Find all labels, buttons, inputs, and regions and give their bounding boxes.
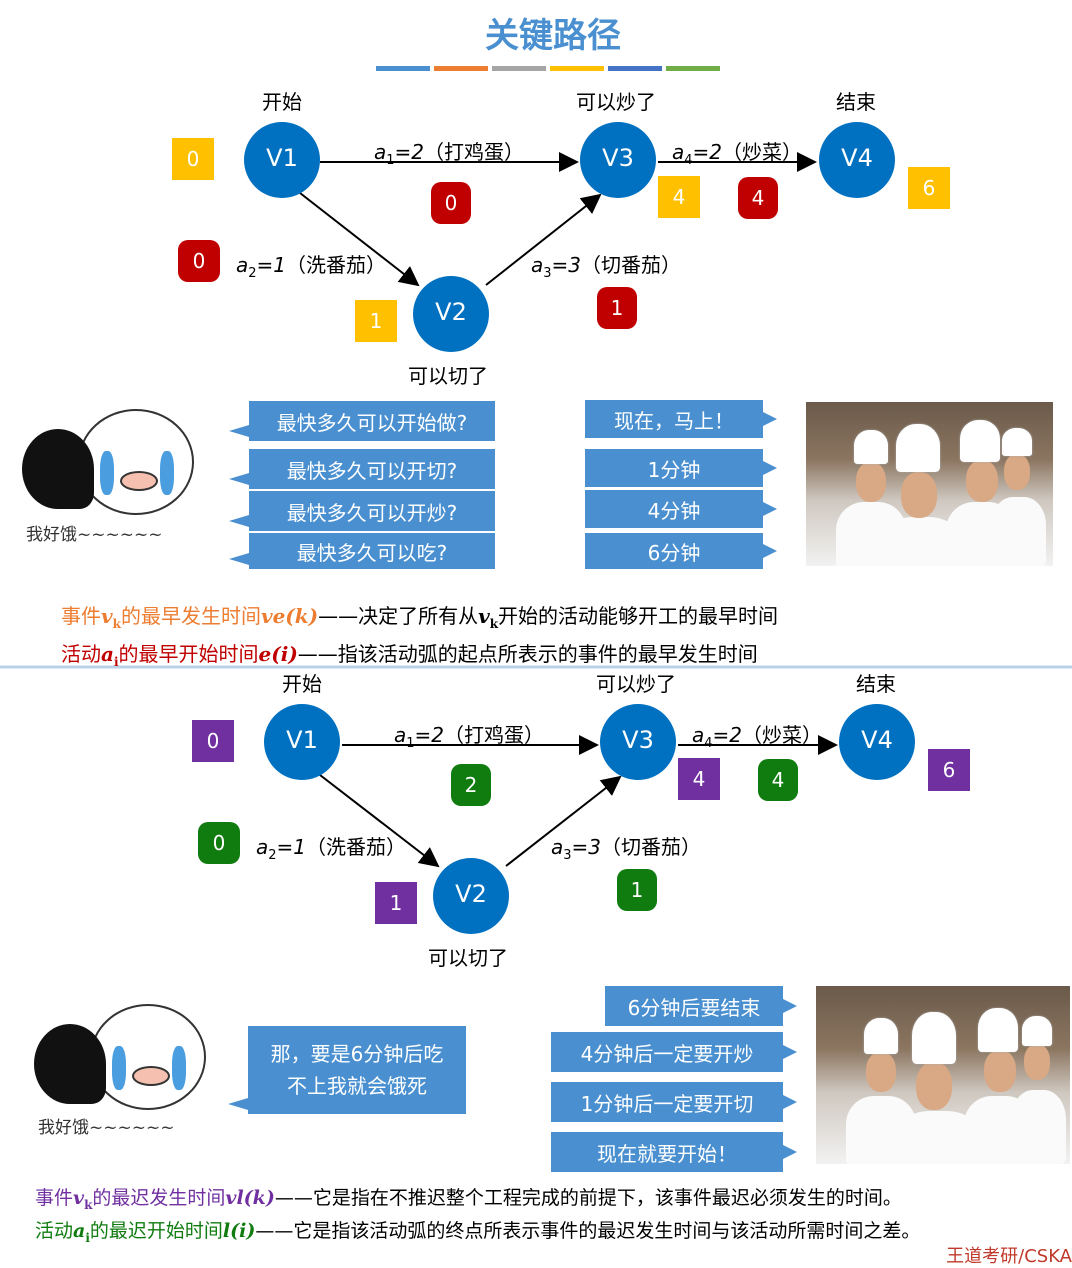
answer-eat: 6分钟 — [585, 533, 777, 569]
title-color-segment — [666, 66, 720, 71]
edge-a2-label: a2=1（洗番茄） — [236, 253, 387, 281]
node-v3-b — [600, 704, 676, 780]
node-v2-label: V2 — [435, 298, 467, 326]
edge-a2-b-label: a2=1（洗番茄） — [256, 835, 407, 863]
event-ve-v4: 6 — [908, 167, 950, 209]
edge-a2 — [299, 192, 420, 287]
node-v2-b-label: V2 — [455, 880, 487, 908]
node-v1-label: V1 — [266, 144, 298, 172]
edge-a2-b — [319, 774, 440, 868]
event-vl-v4: 6 — [928, 749, 970, 791]
question-eat: 最快多久可以吃? — [229, 533, 495, 569]
def-latest-activity: 活动ai的最迟开始时间l(i)——它是指该活动弧的终点所表示事件的最迟发生时间与… — [35, 1220, 921, 1245]
event-ve-v3: 4 — [658, 176, 700, 218]
hungry-character — [20, 405, 195, 515]
mouth-icon — [132, 1066, 170, 1086]
activity-e-a2: 0 — [178, 240, 220, 282]
label-v3-b: 可以炒了 — [596, 672, 676, 696]
edge-a3-b — [505, 775, 622, 867]
activity-l-a3: 1 — [617, 869, 657, 911]
character-hair — [34, 1024, 106, 1104]
def-earliest-activity: 活动ai的最早开始时间e(i)——指该活动弧的起点所表示的事件的最早发生时间 — [61, 642, 758, 669]
edge-a3-b-label: a3=3（切番茄） — [551, 835, 702, 863]
tear-icon — [172, 1046, 186, 1090]
answer-fry-by-4: 4分钟后一定要开炒 — [551, 1032, 797, 1072]
answer-cut-by-1: 1分钟后一定要开切 — [551, 1082, 797, 1122]
page-title: 关键路径 — [485, 16, 621, 56]
answer-start-now: 现在就要开始！ — [551, 1132, 797, 1172]
label-start-b: 开始 — [282, 672, 322, 696]
chefs-photo — [806, 402, 1053, 566]
activity-e-a4: 4 — [738, 177, 778, 219]
label-v2-b: 可以切了 — [428, 946, 508, 970]
speech-bubble: 那，要是6分钟后吃 不上我就会饿死 — [228, 1026, 466, 1114]
character-head — [78, 409, 194, 515]
label-end-b: 结束 — [856, 672, 896, 696]
activity-l-a4: 4 — [758, 759, 798, 801]
def-latest-event: 事件vk的最迟发生时间vl(k)——它是指在不推迟整个工程完成的前提下，该事件最… — [35, 1187, 902, 1212]
node-v2-b — [433, 858, 509, 934]
label-v3: 可以炒了 — [576, 90, 656, 114]
hungry-text: 我好饿~~~~~~ — [26, 525, 163, 545]
character-hair — [22, 429, 94, 509]
node-v4-b-label: V4 — [861, 726, 893, 754]
node-v2 — [413, 276, 489, 352]
edge-a4-b-label: a4=2（炒菜） — [692, 723, 823, 751]
tear-icon — [160, 451, 174, 495]
speech-line-1: 那，要是6分钟后吃 — [270, 1042, 444, 1066]
activity-l-a2: 0 — [198, 822, 240, 864]
answer-end-by-6: 6分钟后要结束 — [605, 986, 797, 1026]
node-v1-b — [264, 704, 340, 780]
tear-icon — [112, 1046, 126, 1090]
event-vl-v3: 4 — [678, 758, 720, 800]
edge-a1-label: a1=2（打鸡蛋） — [374, 140, 525, 168]
title-color-segment — [376, 66, 430, 71]
activity-l-a1: 2 — [451, 764, 491, 806]
watermark: 王道考研/CSKA — [946, 1246, 1072, 1267]
hungry-character-b — [32, 1000, 207, 1110]
event-ve-v2: 1 — [355, 300, 397, 342]
answer-cut: 1分钟 — [585, 449, 777, 487]
speech-line-2: 不上我就会饿死 — [287, 1074, 427, 1098]
activity-e-a3: 1 — [597, 287, 637, 329]
mouth-icon — [120, 471, 158, 491]
node-v4 — [819, 122, 895, 198]
edge-a4-label: a4=2（炒菜） — [672, 140, 803, 168]
event-vl-v2: 1 — [375, 882, 417, 924]
node-v4-b — [839, 704, 915, 780]
label-start: 开始 — [262, 90, 302, 114]
title-color-bar — [376, 66, 720, 71]
node-v3 — [580, 122, 656, 198]
edge-a3-label: a3=3（切番茄） — [531, 253, 682, 281]
title-color-segment — [492, 66, 546, 71]
tear-icon — [100, 451, 114, 495]
question-fry: 最快多久可以开炒? — [229, 491, 495, 531]
edge-a3 — [485, 193, 602, 286]
title-color-segment — [608, 66, 662, 71]
answer-fry: 4分钟 — [585, 490, 777, 528]
title-color-segment — [550, 66, 604, 71]
answer-start: 现在，马上！ — [585, 400, 777, 438]
activity-e-a1: 0 — [431, 182, 471, 224]
def-earliest-event: 事件vk的最早发生时间ve(k)——决定了所有从vk开始的活动能够开工的最早时间 — [61, 604, 779, 631]
title-color-segment — [434, 66, 488, 71]
question-cut: 最快多久可以开切? — [229, 449, 495, 489]
node-v3-label: V3 — [602, 144, 634, 172]
node-v3-b-label: V3 — [622, 726, 654, 754]
hungry-text-b: 我好饿~~~~~~ — [38, 1118, 175, 1138]
edge-a1-b-label: a1=2（打鸡蛋） — [394, 723, 545, 751]
node-v1 — [244, 122, 320, 198]
event-ve-v1: 0 — [172, 138, 214, 180]
node-v1-b-label: V1 — [286, 726, 318, 754]
chefs-photo-b — [816, 986, 1070, 1164]
character-head — [90, 1004, 206, 1110]
event-vl-v1: 0 — [192, 720, 234, 762]
label-end: 结束 — [836, 90, 876, 114]
node-v4-label: V4 — [841, 144, 873, 172]
label-v2: 可以切了 — [408, 364, 488, 388]
question-start: 最快多久可以开始做? — [229, 401, 495, 441]
